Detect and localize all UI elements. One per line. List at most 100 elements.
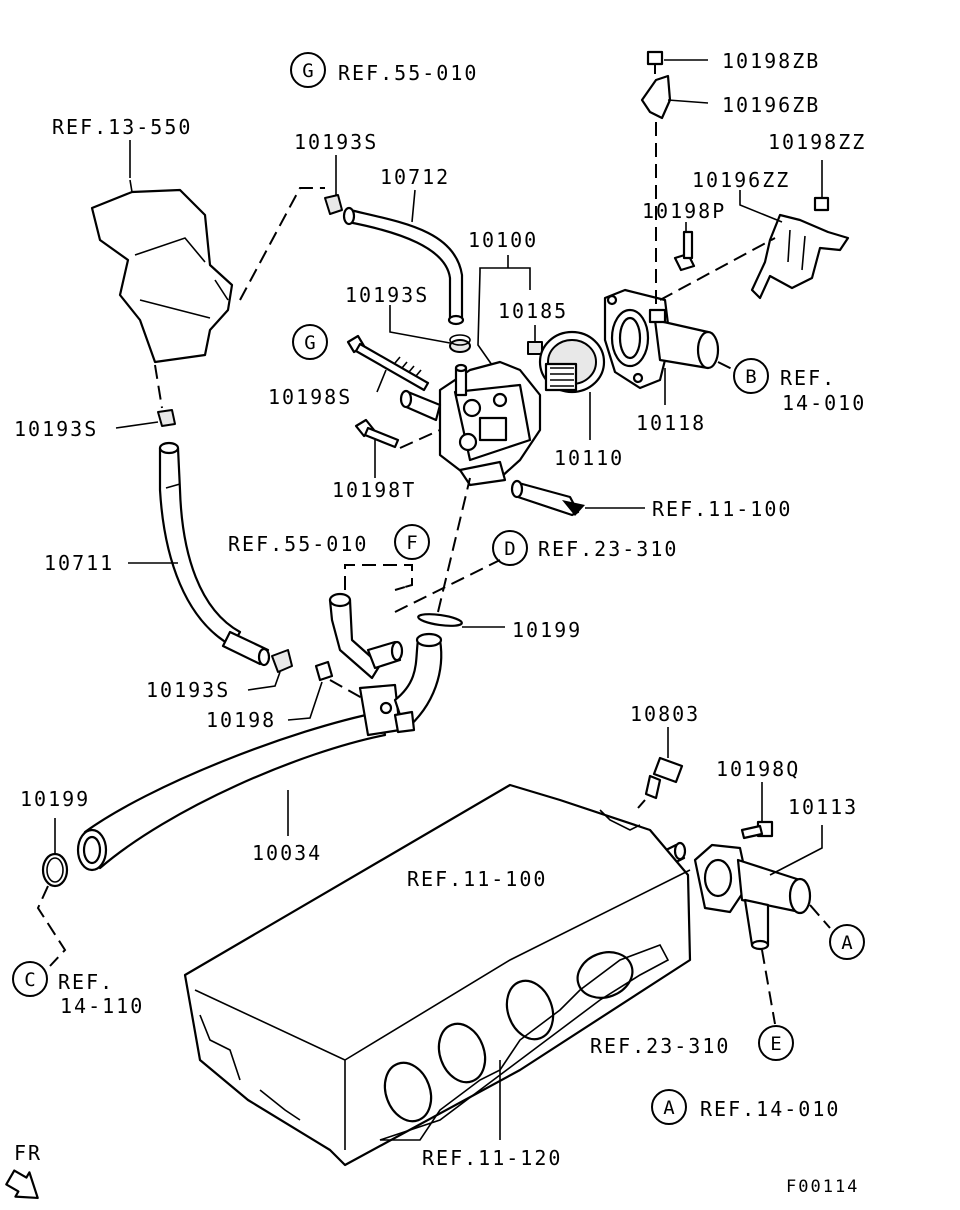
svg-text:B: B bbox=[745, 366, 756, 388]
label-10110: 10110 bbox=[554, 446, 624, 470]
water-outlet-10118 bbox=[603, 288, 720, 390]
leader-10196zz bbox=[739, 190, 783, 223]
leader-10100 bbox=[477, 255, 531, 366]
bolt-10198 bbox=[314, 660, 334, 682]
label-10198p: 10198P bbox=[642, 199, 726, 223]
front-arrow-icon bbox=[5, 1169, 39, 1200]
bolt-10198zb bbox=[646, 50, 664, 74]
bolt-10198t bbox=[354, 418, 400, 449]
bolt-10198p bbox=[673, 230, 696, 272]
label-10198zz: 10198ZZ bbox=[768, 130, 866, 154]
clamp-10193s-left bbox=[157, 409, 176, 427]
dashed-line-to-e bbox=[761, 949, 776, 1025]
label-10193s-a: 10193S bbox=[294, 130, 378, 154]
marker-b: B bbox=[733, 358, 769, 394]
label-ref-55-010-f: REF.55-010 bbox=[228, 532, 368, 556]
pipe-ref-11-100-upper bbox=[510, 479, 585, 517]
clamp-10193s-mid bbox=[449, 334, 471, 353]
label-ref-14-010-a: REF.14-010 bbox=[700, 1097, 840, 1121]
bolt-10198zz bbox=[813, 196, 830, 212]
label-ref-13-550: REF.13-550 bbox=[52, 115, 192, 139]
label-10100: 10100 bbox=[468, 228, 538, 252]
marker-c: C bbox=[12, 961, 48, 997]
dashed-line-to-c bbox=[36, 885, 67, 967]
label-10198zb: 10198ZB bbox=[722, 49, 820, 73]
dashed-line-cover-to-clamp bbox=[239, 187, 325, 301]
figure-code: F00114 bbox=[786, 1177, 859, 1197]
dashed-line-to-a bbox=[809, 904, 831, 929]
dashed-line-to-d bbox=[394, 559, 501, 613]
marker-f: F bbox=[394, 524, 430, 560]
label-10711: 10711 bbox=[44, 551, 114, 575]
label-10196zb: 10196ZB bbox=[722, 93, 820, 117]
thermostat-housing-10100 bbox=[438, 360, 542, 487]
label-10199-b: 10199 bbox=[20, 787, 90, 811]
marker-g-left: G bbox=[292, 324, 328, 360]
marker-g-top: G bbox=[290, 52, 326, 88]
svg-text:D: D bbox=[504, 538, 515, 560]
thermostat-10110 bbox=[538, 330, 606, 394]
sensor-10803 bbox=[644, 756, 684, 800]
label-10196zz: 10196ZZ bbox=[692, 168, 790, 192]
label-10198q: 10198Q bbox=[716, 757, 800, 781]
timing-cover-part bbox=[90, 179, 234, 364]
label-10198s: 10198S bbox=[268, 385, 352, 409]
label-ref-14-010-b-line1: REF. bbox=[780, 366, 836, 390]
label-ref-55-010-top: REF.55-010 bbox=[338, 61, 478, 85]
water-pipe-10034 bbox=[76, 592, 443, 872]
nipple-10185 bbox=[527, 341, 543, 355]
hose-10712 bbox=[342, 206, 465, 326]
dashed-line-cover-to-hose bbox=[154, 364, 163, 409]
label-10803: 10803 bbox=[630, 702, 700, 726]
dashed-line-to-f bbox=[344, 564, 413, 591]
oring-10199-upper bbox=[417, 613, 463, 627]
leader-10712 bbox=[411, 189, 416, 223]
leader-10113 bbox=[769, 825, 823, 876]
label-10193s-c: 10193S bbox=[14, 417, 98, 441]
dashed-line-10198t bbox=[399, 429, 441, 449]
label-10198: 10198 bbox=[206, 708, 276, 732]
water-inlet-10113 bbox=[693, 843, 812, 951]
bracket-10196zb bbox=[640, 74, 672, 120]
svg-text:A: A bbox=[663, 1097, 675, 1119]
dashed-line-oring-housing bbox=[437, 477, 471, 613]
leader-10193s-c bbox=[115, 421, 159, 429]
dashed-line-bracket-zz bbox=[659, 237, 776, 301]
marker-e: E bbox=[758, 1025, 794, 1061]
svg-text:G: G bbox=[304, 332, 315, 354]
svg-text:F: F bbox=[406, 532, 417, 554]
label-10118: 10118 bbox=[636, 411, 706, 435]
svg-text:A: A bbox=[841, 932, 853, 954]
marker-a-legend: A bbox=[651, 1089, 687, 1125]
label-10193s-d: 10193S bbox=[146, 678, 230, 702]
dashed-line-10198 bbox=[329, 679, 363, 699]
svg-text:E: E bbox=[770, 1033, 781, 1055]
label-fr: FR bbox=[14, 1141, 42, 1165]
svg-text:C: C bbox=[24, 969, 35, 991]
dashed-line-to-b bbox=[717, 361, 735, 371]
label-ref-11-100-b: REF.11-100 bbox=[407, 867, 547, 891]
clamp-10193s-lower bbox=[271, 649, 293, 673]
clamp-10193s-top bbox=[324, 194, 343, 215]
label-10113: 10113 bbox=[788, 795, 858, 819]
label-10034: 10034 bbox=[252, 841, 322, 865]
label-ref-14-010-b-line2: 14-010 bbox=[782, 391, 866, 415]
leader-10193s-b bbox=[389, 305, 451, 344]
hose-10711 bbox=[158, 441, 271, 667]
leader-10193s-d bbox=[247, 671, 281, 691]
bolt-10198q bbox=[740, 820, 774, 840]
label-ref-14-110-line2: 14-110 bbox=[60, 994, 144, 1018]
marker-d: D bbox=[492, 530, 528, 566]
label-ref-14-110-line1: REF. bbox=[58, 970, 114, 994]
label-10199-a: 10199 bbox=[512, 618, 582, 642]
svg-text:G: G bbox=[302, 60, 313, 82]
leader-10198 bbox=[287, 681, 323, 721]
oring-10199-lower bbox=[41, 852, 69, 888]
label-ref-23-310-e: REF.23-310 bbox=[590, 1034, 730, 1058]
bolt-10198s bbox=[346, 334, 430, 392]
marker-a-right: A bbox=[829, 924, 865, 960]
label-10712: 10712 bbox=[380, 165, 450, 189]
cylinder-head-ref-11-120 bbox=[183, 783, 692, 1167]
